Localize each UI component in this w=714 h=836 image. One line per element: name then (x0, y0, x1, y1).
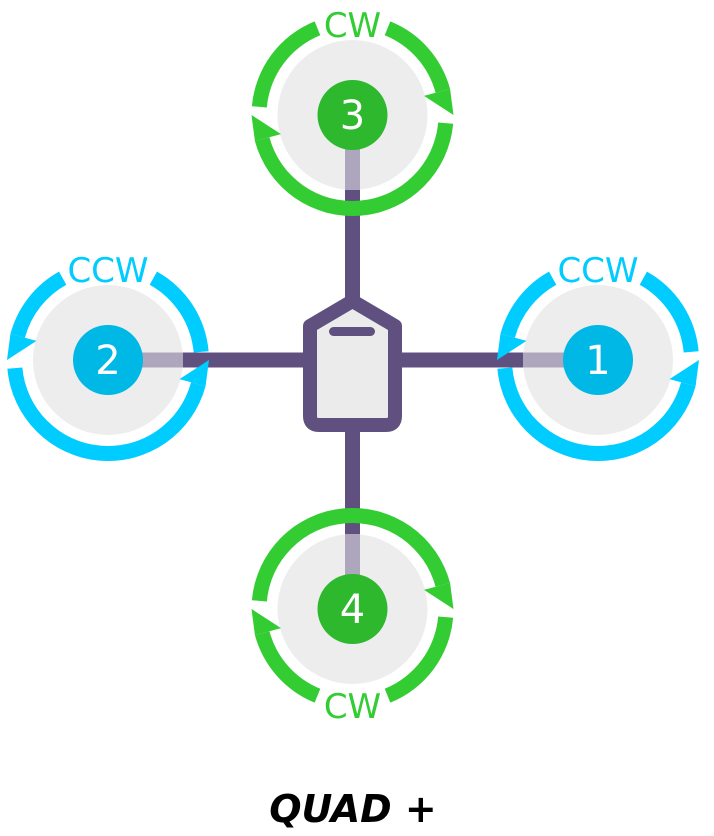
motor-2-ring-arc (149, 271, 209, 353)
motor-1-rotation-ring (497, 271, 699, 462)
motor-1-ring-arc (500, 271, 557, 338)
motor-4-ring-arc (384, 616, 454, 703)
counterclockwise-arrow-icon (179, 360, 209, 387)
motor-2: 2 CCW (7, 251, 209, 462)
clockwise-arrow-icon (423, 88, 454, 115)
motor-4-ring-arc (254, 631, 321, 703)
frame-type-title: QUAD + (269, 787, 436, 831)
forward-direction-indicator (329, 327, 375, 336)
motor-3-rotation-ring (251, 21, 454, 217)
motor-3-hub (317, 80, 388, 150)
motor-1-ring-arc (639, 271, 699, 353)
motor-4-hub (317, 574, 388, 644)
motor-4-rotation-ring (251, 507, 454, 703)
motor-4-direction-label: CW (324, 687, 381, 727)
motor-2-number: 2 (95, 338, 120, 384)
motor-3-direction-label: CW (324, 6, 381, 46)
clockwise-arrow-icon (423, 582, 454, 609)
motor-3-number: 3 (340, 93, 365, 139)
motor-1-direction-label: CCW (557, 251, 638, 291)
clockwise-arrow-icon (251, 609, 282, 636)
motor-4: 4CW (251, 507, 454, 727)
motor-4-ring-arc (251, 507, 451, 602)
motor-4-number: 4 (340, 587, 365, 633)
counterclockwise-arrow-icon (669, 360, 699, 387)
motor-3-ring-arc (251, 21, 321, 108)
motor-2-direction-label: CCW (67, 251, 148, 291)
counterclockwise-arrow-icon (497, 333, 527, 360)
motor-1: 1 CCW (497, 251, 699, 462)
motor-3: 3 CW (251, 6, 454, 217)
clockwise-arrow-icon (251, 115, 282, 142)
counterclockwise-arrow-icon (7, 333, 37, 360)
motor-2-ring-arc (10, 271, 67, 338)
motor-1-hub (563, 325, 633, 395)
flight-controller-body (303, 294, 402, 432)
motor-2-ring-arc (7, 367, 206, 462)
motor-1-ring-arc (497, 367, 696, 462)
motor-2-rotation-ring (7, 271, 209, 462)
motor-2-hub (73, 325, 143, 395)
motor-3-ring-arc (254, 122, 454, 217)
motor-3-ring-arc (384, 21, 451, 93)
motor-1-number: 1 (585, 338, 610, 384)
frame-body (303, 294, 402, 432)
